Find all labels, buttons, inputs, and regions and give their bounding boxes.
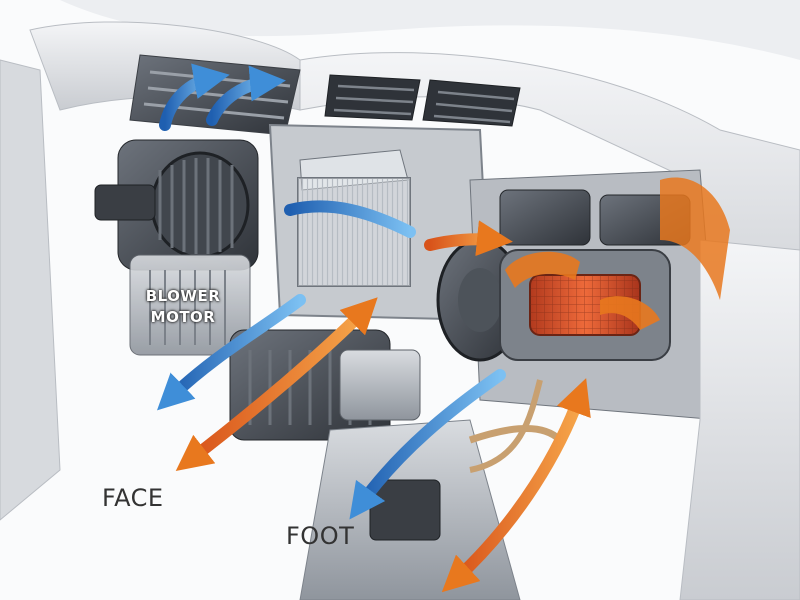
dash-left-panel xyxy=(0,59,61,521)
blower-motor-label: BLOWER MOTOR xyxy=(128,286,238,328)
foot-hot-air-arrow xyxy=(441,378,591,593)
evaporator-core xyxy=(297,149,411,287)
evaporator-air-flow xyxy=(284,200,416,238)
blower-motor-label-line2: MOTOR xyxy=(150,308,216,326)
vent-air-arrow-2 xyxy=(206,65,286,126)
face-label: FACE xyxy=(102,484,164,512)
door-panel xyxy=(679,239,800,600)
blower-motor-label-line1: BLOWER xyxy=(145,287,221,305)
blend-hot-air-arrow xyxy=(424,220,513,257)
face-hot-air-arrow xyxy=(175,297,378,471)
vent-air-arrow-1 xyxy=(159,63,230,131)
windshield-edge xyxy=(0,0,800,60)
heater-core xyxy=(499,249,671,361)
defrost-hot-air-flow xyxy=(660,177,730,300)
center-vent-right xyxy=(422,79,521,127)
foot-label: FOOT xyxy=(286,522,355,550)
hot-air-arrows xyxy=(175,220,591,593)
